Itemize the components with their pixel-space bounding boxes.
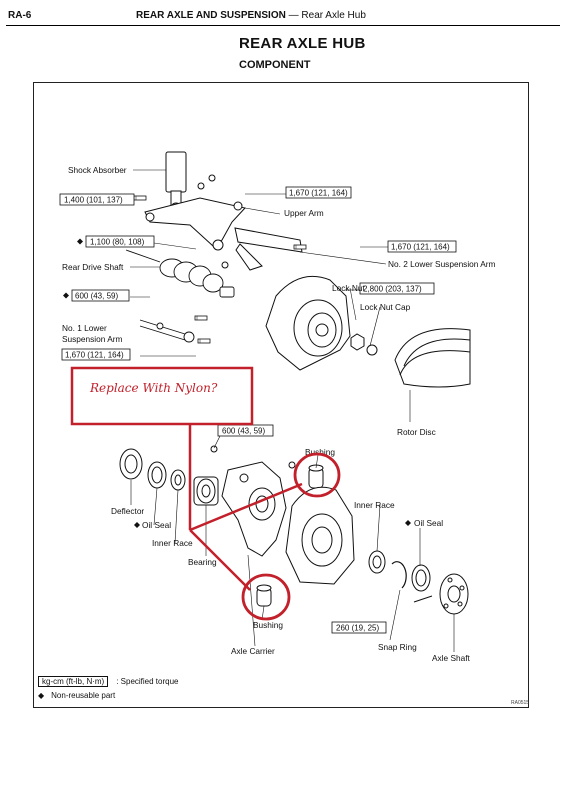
diamond-icon [134, 522, 140, 528]
snap-ring-part [391, 561, 407, 589]
header-rule [6, 25, 560, 26]
label-rotor-disc: Rotor Disc [397, 427, 436, 437]
bolt-icon [133, 195, 147, 201]
axle-carrier-part [221, 461, 287, 557]
torque-spec-6: 2,800 (203, 137) [359, 282, 435, 295]
label-bushing-lower: Bushing [253, 620, 283, 630]
upper-arm-part [144, 197, 246, 251]
page-number: RA-6 [8, 10, 32, 21]
svg-text:600 (43, 59): 600 (43, 59) [222, 427, 265, 436]
bolt-icon [194, 315, 208, 321]
nonreusable-markers [63, 238, 411, 528]
page-header: RA-6 REAR AXLE AND SUSPENSION — Rear Axl… [0, 0, 566, 30]
nut-icon [210, 445, 218, 453]
diagram-code: RA0515 [511, 700, 529, 706]
deflector-part [119, 448, 143, 480]
oil-seal-left-part [147, 461, 167, 489]
torque-spec-8: 600 (43, 59) [217, 424, 274, 437]
header-title: REAR AXLE AND SUSPENSION — Rear Axle Hub [136, 10, 366, 21]
bearing-part [193, 476, 219, 506]
page-title: REAR AXLE HUB [239, 35, 366, 52]
bolt-icon [197, 338, 211, 344]
torque-spec-4: 1,670 (121, 164) [387, 240, 457, 253]
label-inner-race-right: Inner Race [354, 500, 395, 510]
svg-text:1,670 (121, 164): 1,670 (121, 164) [289, 189, 348, 198]
label-shock-absorber: Shock Absorber [68, 165, 127, 175]
label-deflector: Deflector [111, 506, 144, 516]
legend-row-nonreusable: ◆ Non-reusable part [38, 691, 178, 700]
label-oil-seal-left: Oil Seal [142, 520, 171, 530]
page-subtitle: COMPONENT [239, 59, 311, 71]
no2-lower-arm-part [234, 227, 303, 271]
torque-spec-2: 1,670 (121, 164) [285, 186, 352, 199]
legend-nonreusable-desc: Non-reusable part [51, 691, 116, 700]
red-annotation: Replace With Nylon? [70, 366, 341, 621]
label-lock-nut: Lock Nut [332, 283, 365, 293]
label-no2-lower-arm: No. 2 Lower Suspension Arm [388, 259, 496, 269]
legend-unit-box: kg-cm (ft-lb, N·m) [38, 676, 109, 687]
nut-icon [288, 461, 296, 469]
svg-text:1,670 (121, 164): 1,670 (121, 164) [391, 243, 450, 252]
label-no1-lower-arm-1: No. 1 Lower [62, 323, 107, 333]
diamond-icon [405, 520, 411, 526]
torque-spec-5: 600 (43, 59) [71, 289, 130, 302]
header-section: REAR AXLE AND SUSPENSION [136, 10, 286, 21]
label-axle-carrier: Axle Carrier [231, 646, 275, 656]
label-rear-drive-shaft: Rear Drive Shaft [62, 262, 124, 272]
label-bearing: Bearing [188, 557, 217, 567]
label-snap-ring: Snap Ring [378, 642, 417, 652]
svg-text:600 (43, 59): 600 (43, 59) [75, 292, 118, 301]
label-lock-nut-cap: Lock Nut Cap [360, 302, 411, 312]
bushing-lower-part [256, 584, 272, 607]
torque-spec-1: 1,400 (101, 137) [59, 193, 135, 206]
svg-text:2,800 (203, 137): 2,800 (203, 137) [363, 285, 422, 294]
svg-text:1,670 (121, 164): 1,670 (121, 164) [65, 351, 124, 360]
svg-text:1,400 (101, 137): 1,400 (101, 137) [64, 196, 123, 205]
label-bushing-upper: Bushing [305, 447, 335, 457]
bolt-icon [293, 244, 307, 250]
legend-row-torque: kg-cm (ft-lb, N·m) : Specified torque [38, 676, 178, 687]
torque-spec-7: 1,670 (121, 164) [61, 348, 131, 361]
highlight-circle-lower [241, 573, 291, 621]
highlight-circle-upper [293, 452, 341, 498]
svg-text:260 (19, 25): 260 (19, 25) [336, 624, 379, 633]
label-no1-lower-arm-2: Suspension Arm [62, 334, 123, 344]
label-axle-shaft: Axle Shaft [432, 653, 471, 663]
label-upper-arm: Upper Arm [284, 208, 324, 218]
dust-cover-plate-part [285, 486, 355, 585]
label-inner-race-left: Inner Race [152, 538, 193, 548]
inner-race-left-part [170, 469, 186, 491]
nut-icon [208, 174, 216, 182]
legend-unit-desc: : Specified torque [116, 677, 179, 686]
bushing-upper-part [308, 464, 324, 489]
label-oil-seal-right: Oil Seal [414, 518, 443, 528]
annotation-text: Replace With Nylon? [89, 381, 218, 395]
rotor-disc-part [394, 328, 471, 422]
svg-text:1,100 (80, 108): 1,100 (80, 108) [90, 238, 145, 247]
diamond-icon [63, 292, 69, 299]
torque-spec-9: 260 (19, 25) [331, 621, 387, 634]
nut-icon [221, 261, 229, 269]
nut-icon [197, 182, 205, 190]
brake-hub-assembly-part [265, 275, 351, 371]
torque-spec-3: 1,100 (80, 108) [85, 235, 155, 248]
header-separator: — [285, 10, 302, 21]
diamond-icon [77, 238, 83, 245]
no1-lower-arm-part [139, 319, 195, 343]
diagram-frame [33, 82, 529, 708]
lock-nut-part [350, 333, 378, 356]
inner-race-right-part [368, 550, 386, 574]
oil-seal-right-part [411, 564, 431, 592]
diamond-icon: ◆ [38, 691, 45, 700]
legend: kg-cm (ft-lb, N·m) : Specified torque ◆ … [38, 676, 178, 700]
annotation-box [70, 366, 254, 426]
rear-drive-shaft-part [125, 249, 235, 298]
leader-lines [130, 169, 455, 652]
header-topic: Rear Axle Hub [301, 10, 366, 21]
